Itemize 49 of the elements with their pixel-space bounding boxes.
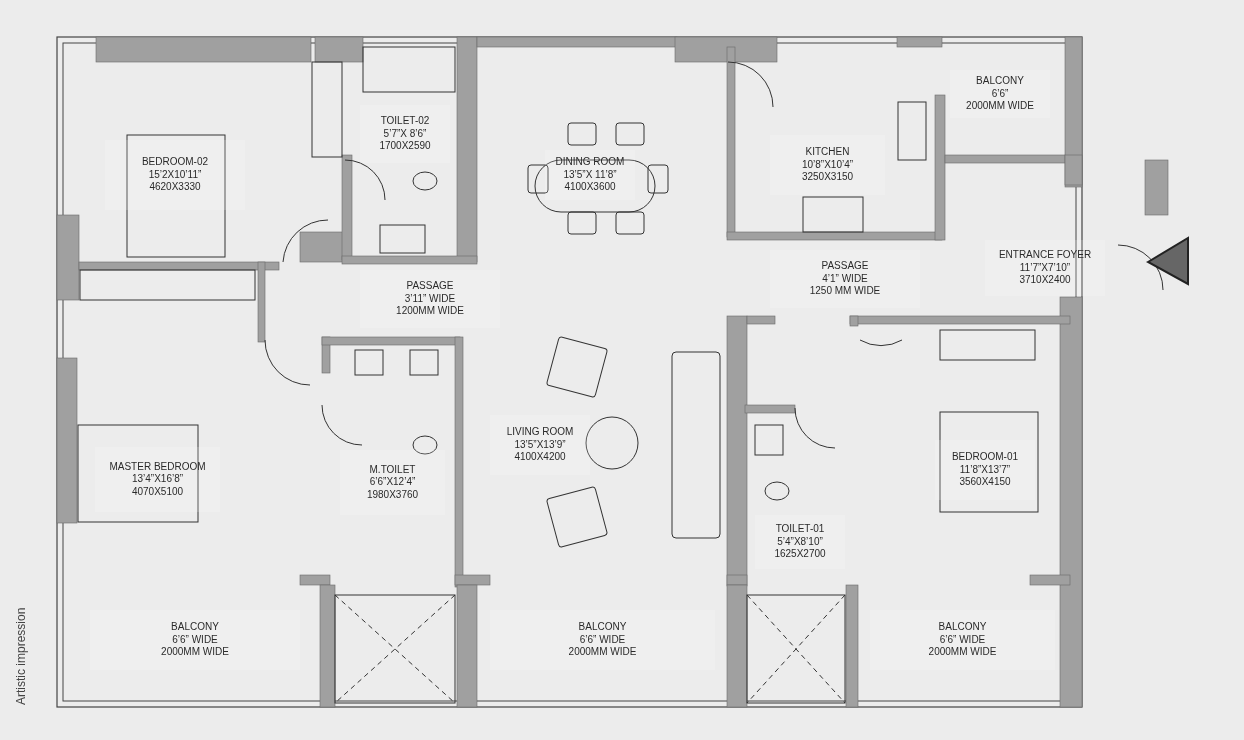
room-dimension: 5’4”X8’10” [777, 535, 823, 549]
room-dimension: 4070X5100 [131, 485, 184, 499]
room-dimension: 1250 MM WIDE [809, 285, 881, 298]
room-dimension: 3710X2400 [1019, 274, 1071, 287]
room-name: TOILET-02 [380, 115, 430, 128]
room-dimension: 6’6”X12’4” [369, 476, 416, 489]
room-dimension: 6’6” WIDE [172, 633, 218, 647]
room-dimension: 11’7”X7’10” [1019, 261, 1071, 275]
room-dimension: 2000MM WIDE [928, 646, 997, 659]
room-dimension: 4100X4200 [514, 451, 566, 464]
room-dimension: 3560X4150 [959, 476, 1011, 489]
room-dimension: 2000MM WIDE [161, 646, 229, 659]
room-dimension: 3’11” WIDE [404, 292, 456, 306]
room-name: PASSAGE [821, 260, 869, 273]
room-dimension: 2000MM WIDE [966, 100, 1034, 113]
room-name: BALCONY [976, 75, 1024, 88]
room-name: BEDROOM-02 [141, 156, 209, 169]
room-name: MASTER BEDROOM [109, 460, 206, 474]
room-dimension: 1980X3760 [366, 488, 419, 502]
room-dimension: 2000MM WIDE [568, 646, 637, 659]
room-dimension: 15’2X10’11” [148, 168, 202, 182]
room-dimension: 6’6” WIDE [579, 633, 626, 647]
room-name: BALCONY [938, 621, 987, 634]
room-dimension: 1700X2590 [379, 140, 431, 153]
room-dimension: 6’6” WIDE [939, 633, 986, 647]
room-name: LIVING ROOM [506, 426, 574, 439]
room-name: PASSAGE [406, 280, 454, 293]
room-name: BEDROOM-01 [951, 451, 1019, 464]
room-dimension: 5’7”X 8’6” [383, 127, 427, 141]
room-dimension: 13’5”X 11’8” [563, 168, 617, 182]
room-dimension: 4100X3600 [564, 181, 616, 194]
note-text: Artistic impression [14, 607, 28, 705]
room-dimension: 1200MM WIDE [396, 305, 464, 318]
room-dimension: 4’1” WIDE [822, 272, 868, 286]
room-dimension: 10’8”X10’4” [801, 158, 854, 172]
room-name: TOILET-01 [775, 523, 825, 536]
room-dimension: 11’8”X13’7” [959, 463, 1011, 477]
room-name: DINING ROOM [555, 156, 625, 169]
room-dimension: 6’6” [991, 87, 1009, 101]
room-dimension: 13’4”X16’8” [131, 473, 184, 486]
room-name: BALCONY [578, 621, 627, 634]
room-name: KITCHEN [805, 146, 850, 159]
room-name: M.TOILET [369, 463, 416, 477]
room-dimension: 1625X2700 [774, 548, 826, 561]
room-name: ENTRANCE FOYER [998, 249, 1092, 262]
room-name: BALCONY [171, 621, 219, 634]
room-dimension: 3250X3150 [801, 171, 854, 184]
room-dimension: 13’5”X13’9” [514, 438, 566, 452]
room-dimension: 4620X3330 [149, 181, 201, 194]
